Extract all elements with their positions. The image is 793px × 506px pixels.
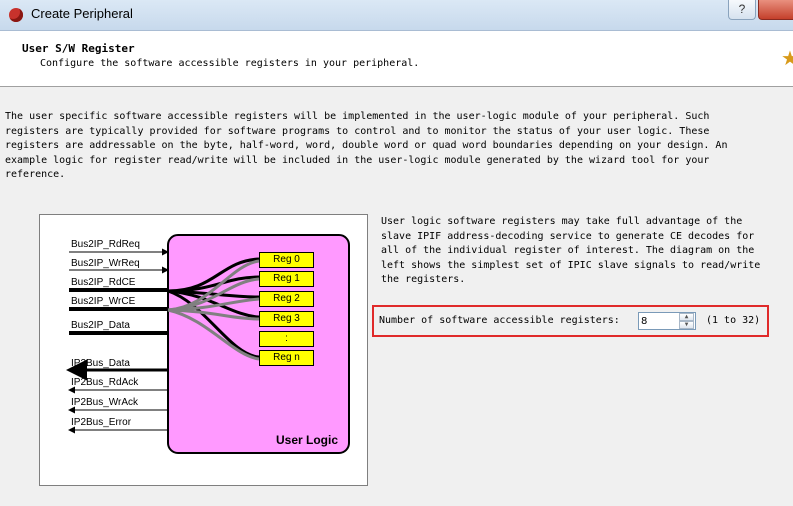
help-button[interactable]: ? (728, 0, 756, 20)
signal-label: IP2Bus_Error (71, 417, 132, 428)
close-button[interactable] (758, 0, 793, 20)
signal-label: IP2Bus_Data (71, 358, 130, 369)
user-logic-label: User Logic (276, 433, 339, 447)
signal-label: Bus2IP_RdCE (71, 277, 136, 288)
signal-label: Bus2IP_Data (71, 320, 130, 331)
signal-label: IP2Bus_RdAck (71, 377, 139, 388)
register-count-group: Number of software accessible registers:… (372, 305, 769, 337)
register-box: Reg 3 (259, 311, 314, 327)
title-bar: Create Peripheral ? (0, 0, 793, 31)
spin-down-icon[interactable]: ▼ (679, 321, 694, 329)
register-count-label: Number of software accessible registers: (379, 315, 620, 326)
page-subtitle: Configure the software accessible regist… (40, 58, 420, 69)
ipic-diagram: Bus2IP_RdReq Bus2IP_WrReq Bus2IP_RdCE Bu… (39, 214, 368, 486)
wizard-header: User S/W Register Configure the software… (0, 31, 793, 87)
register-box: Reg 1 (259, 271, 314, 287)
signal-label: Bus2IP_WrReq (71, 258, 140, 269)
page-title: User S/W Register (22, 42, 135, 55)
register-count-range: (1 to 32) (706, 315, 761, 326)
register-box: Reg 2 (259, 291, 314, 307)
window-title: Create Peripheral (31, 6, 133, 21)
diagram-explanation: User logic software registers may take f… (381, 216, 761, 285)
ipic-diagram-graphic (66, 234, 350, 454)
signal-label: Bus2IP_WrCE (71, 296, 136, 307)
register-count-input[interactable] (641, 314, 677, 328)
register-box: : (259, 331, 314, 347)
spin-up-icon[interactable]: ▲ (679, 313, 694, 321)
description-text: The user specific software accessible re… (5, 111, 728, 181)
app-icon (9, 8, 23, 22)
signal-label: Bus2IP_RdReq (71, 239, 140, 250)
signal-label: IP2Bus_WrAck (71, 397, 139, 408)
register-count-spinbox[interactable]: ▲ ▼ (638, 312, 696, 330)
wizard-star-icon: ★ (781, 46, 793, 70)
register-box: Reg 0 (259, 252, 314, 268)
register-box: Reg n (259, 350, 314, 366)
